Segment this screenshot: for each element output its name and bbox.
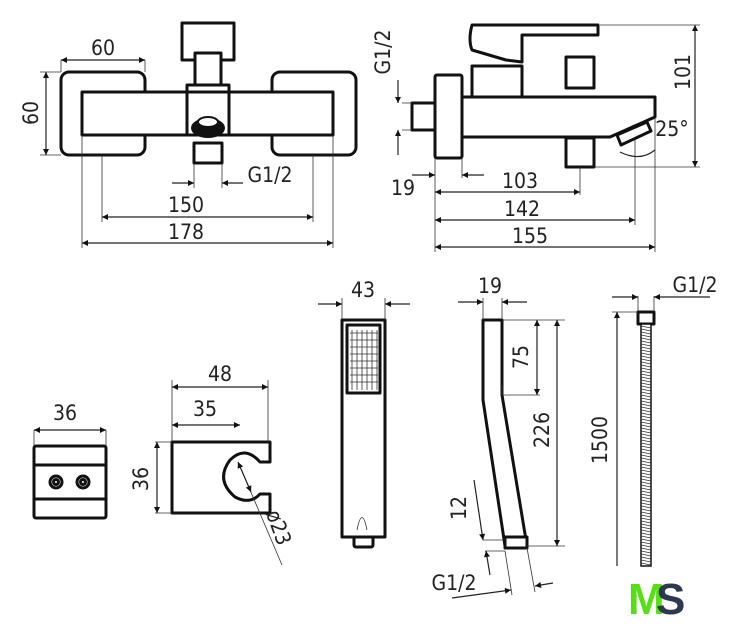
ms-logo: M S (628, 575, 685, 624)
hand-shower-front: 43 (318, 278, 410, 549)
shower-hose: G1/2 1500 (588, 273, 718, 567)
mixer-side-view: 101 G1/2 19 103 142 155 25° (371, 23, 700, 252)
dim-thread-length: 12 (447, 496, 471, 520)
dim-holder-width: 48 (208, 362, 232, 386)
dim-hose-thread: G1/2 (672, 273, 717, 297)
dim-shower-width: 43 (351, 278, 375, 302)
dim-holder-inner: 35 (193, 397, 217, 421)
logo-m: M (628, 575, 665, 624)
dim-axis-distance: 150 (168, 193, 204, 217)
dim-thread: G1/2 (247, 163, 292, 187)
dim-plate-depth: 19 (391, 176, 415, 200)
dim-shower-length: 226 (530, 412, 554, 448)
dim-holder-diameter: ø23 (261, 507, 296, 549)
dim-spout-angle: 25° (655, 117, 688, 141)
dim-holder-height: 36 (129, 467, 153, 491)
dim-block-width: 36 (53, 401, 77, 425)
dim-plate-width: 60 (91, 36, 115, 60)
hand-shower-side: 19 75 226 12 G1/2 (431, 274, 565, 599)
wall-block: 36 (32, 401, 108, 520)
dim-overall-width: 178 (168, 220, 204, 244)
logo-s: S (656, 575, 685, 624)
dim-depth-outlet: 103 (502, 169, 538, 193)
shower-holder: 48 35 36 ø23 (129, 362, 296, 566)
dim-shower-depth: 19 (478, 274, 502, 298)
dim-overall-depth: 155 (512, 224, 548, 248)
dim-hose-length: 1500 (588, 416, 612, 464)
dim-side-thread: G1/2 (371, 29, 395, 74)
dim-plate-height: 60 (19, 101, 43, 125)
dim-shower-thread: G1/2 (431, 571, 476, 595)
dim-height: 101 (671, 54, 695, 90)
dim-head-length: 75 (509, 345, 533, 369)
dim-depth-spout: 142 (504, 197, 540, 221)
mixer-front-view: 60 60 G1/2 150 178 (19, 21, 358, 248)
